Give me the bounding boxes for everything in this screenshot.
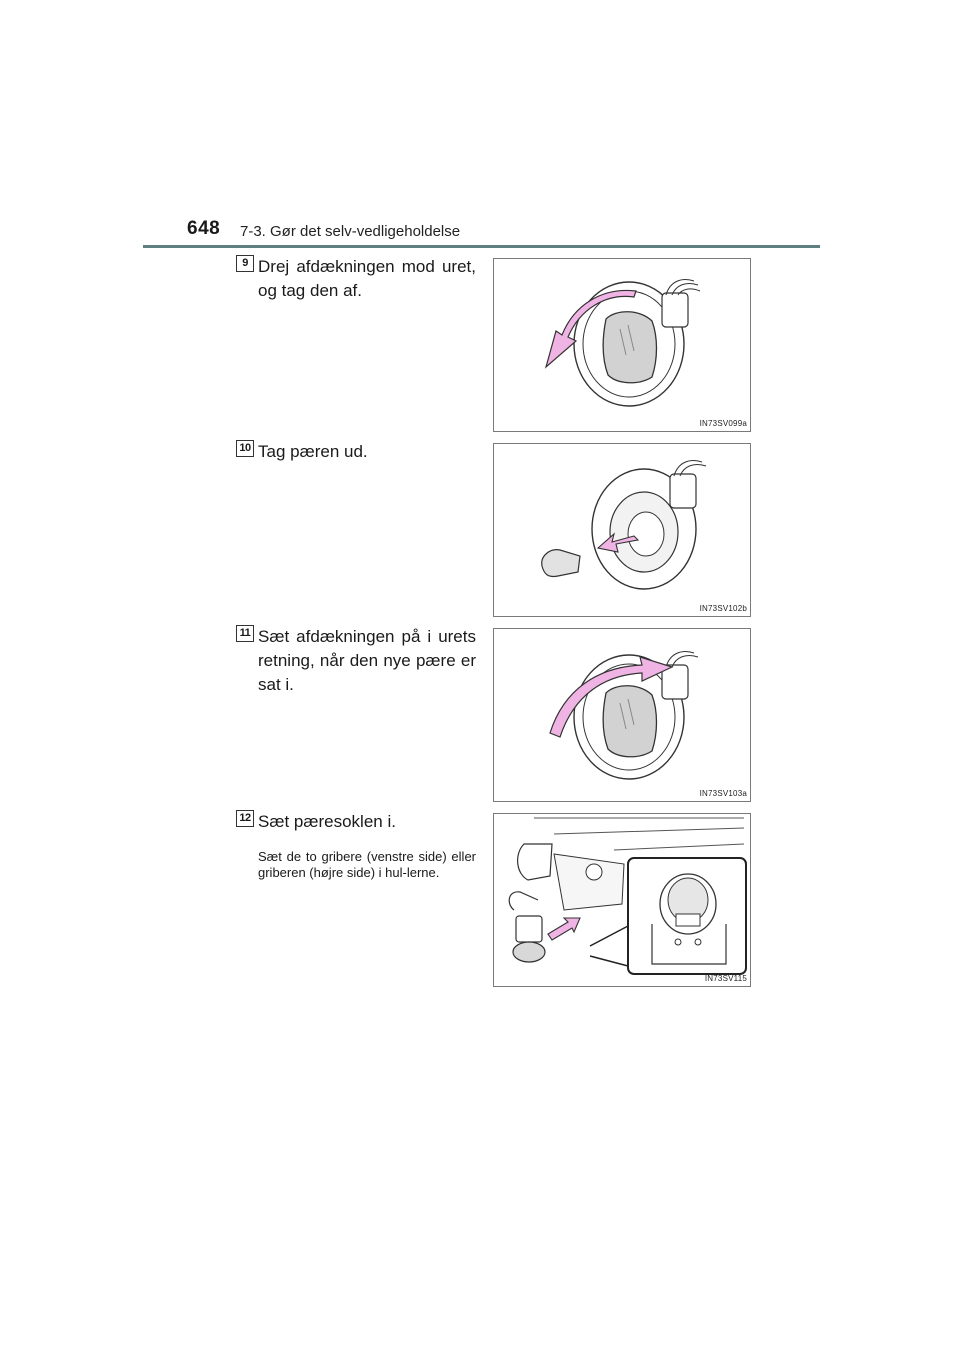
rotation-arrow — [544, 289, 637, 369]
rotation-arrow — [549, 656, 674, 738]
socket-cover-illustration — [544, 279, 701, 407]
page-number: 648 — [187, 218, 221, 239]
figure-remove-cover: IN73SV099a — [493, 258, 751, 432]
insert-arrow — [547, 917, 581, 941]
step-text-12: Sæt pæresoklen i. — [258, 812, 396, 831]
section-title: 7-3. Gør det selv-vedligeholdelse — [240, 223, 461, 240]
step-text-10: Tag pæren ud. — [258, 442, 368, 461]
figure-insert-socket: IN73SV115 — [493, 813, 751, 987]
step-number-10: 10 — [236, 440, 254, 457]
step-text-9: Drej afdækningen mod uret, og tag den af… — [258, 257, 476, 300]
figure-code: IN73SV103a — [699, 789, 747, 798]
figure-code: IN73SV115 — [704, 974, 747, 983]
bulb-removal-illustration — [541, 460, 707, 590]
step-number-9: 9 — [236, 255, 254, 272]
step-number-12: 12 — [236, 810, 254, 827]
cover-install-illustration — [549, 651, 699, 780]
step-text-11: Sæt afdækningen på i urets retning, når … — [258, 627, 476, 694]
figure-code: IN73SV102b — [699, 604, 747, 613]
socket-insert-illustration — [508, 817, 747, 975]
figure-code: IN73SV099a — [699, 419, 747, 428]
header-rule — [143, 245, 820, 248]
bulb — [541, 549, 581, 578]
step-note-12: Sæt de to gribere (venstre side) eller g… — [258, 849, 476, 880]
figure-remove-bulb: IN73SV102b — [493, 443, 751, 617]
pull-arrow — [596, 532, 640, 553]
step-number-11: 11 — [236, 625, 254, 642]
figure-install-cover: IN73SV103a — [493, 628, 751, 802]
